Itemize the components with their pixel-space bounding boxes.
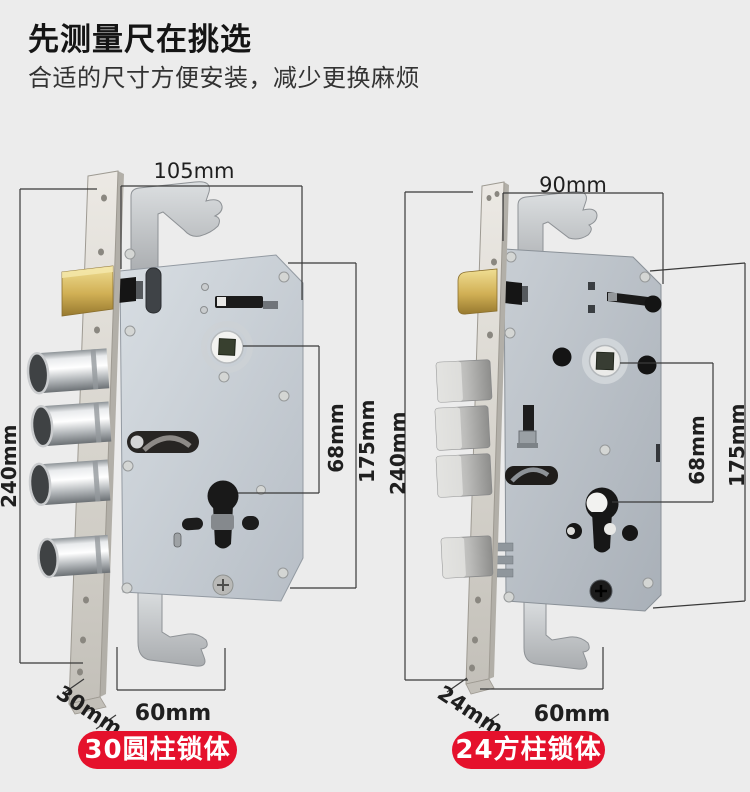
page-title: 先测量尺在挑选 [28,22,252,58]
right-lock-screws [503,251,654,603]
left-lock-body [118,248,304,602]
dim-label-right-body-height: 175mm [725,403,749,487]
right-lock-body [496,248,662,612]
right-lock-brass-latch [457,268,498,315]
dim-label-right-total-height: 240mm [386,411,410,495]
dim-label-left-hub-to-keyhole: 68mm [324,403,348,473]
dim-label-right-top-width: 90mm [539,173,607,197]
right-lock-bottom-hook [523,597,590,670]
page-subtitle: 合适的尺寸方便安装，减少更换麻烦 [28,64,420,92]
dim-label-right-backset: 60mm [533,702,611,727]
dim-label-right-hub-to-keyhole: 68mm [685,415,709,485]
right-lock-photo [434,181,662,695]
left-lock-top-hook [130,181,223,276]
left-lock-screws [121,248,290,594]
right-lock-square-bolts [434,359,494,579]
dim-label-left-top-width: 105mm [153,159,235,183]
dim-label-left-body-height: 175mm [355,399,379,483]
right-lock-badge: 24方柱锁体 [452,731,605,769]
left-lock-brass-latch [61,265,114,317]
left-lock-bottom-hook [137,587,208,667]
left-lock-photo [26,170,304,715]
dimension-lines [19,185,746,730]
left-lock-round-bolts [26,348,112,579]
dim-label-left-total-height: 240mm [0,424,21,508]
dim-label-left-backset: 60mm [134,701,212,726]
left-lock-badge: 30圆柱锁体 [78,731,237,769]
